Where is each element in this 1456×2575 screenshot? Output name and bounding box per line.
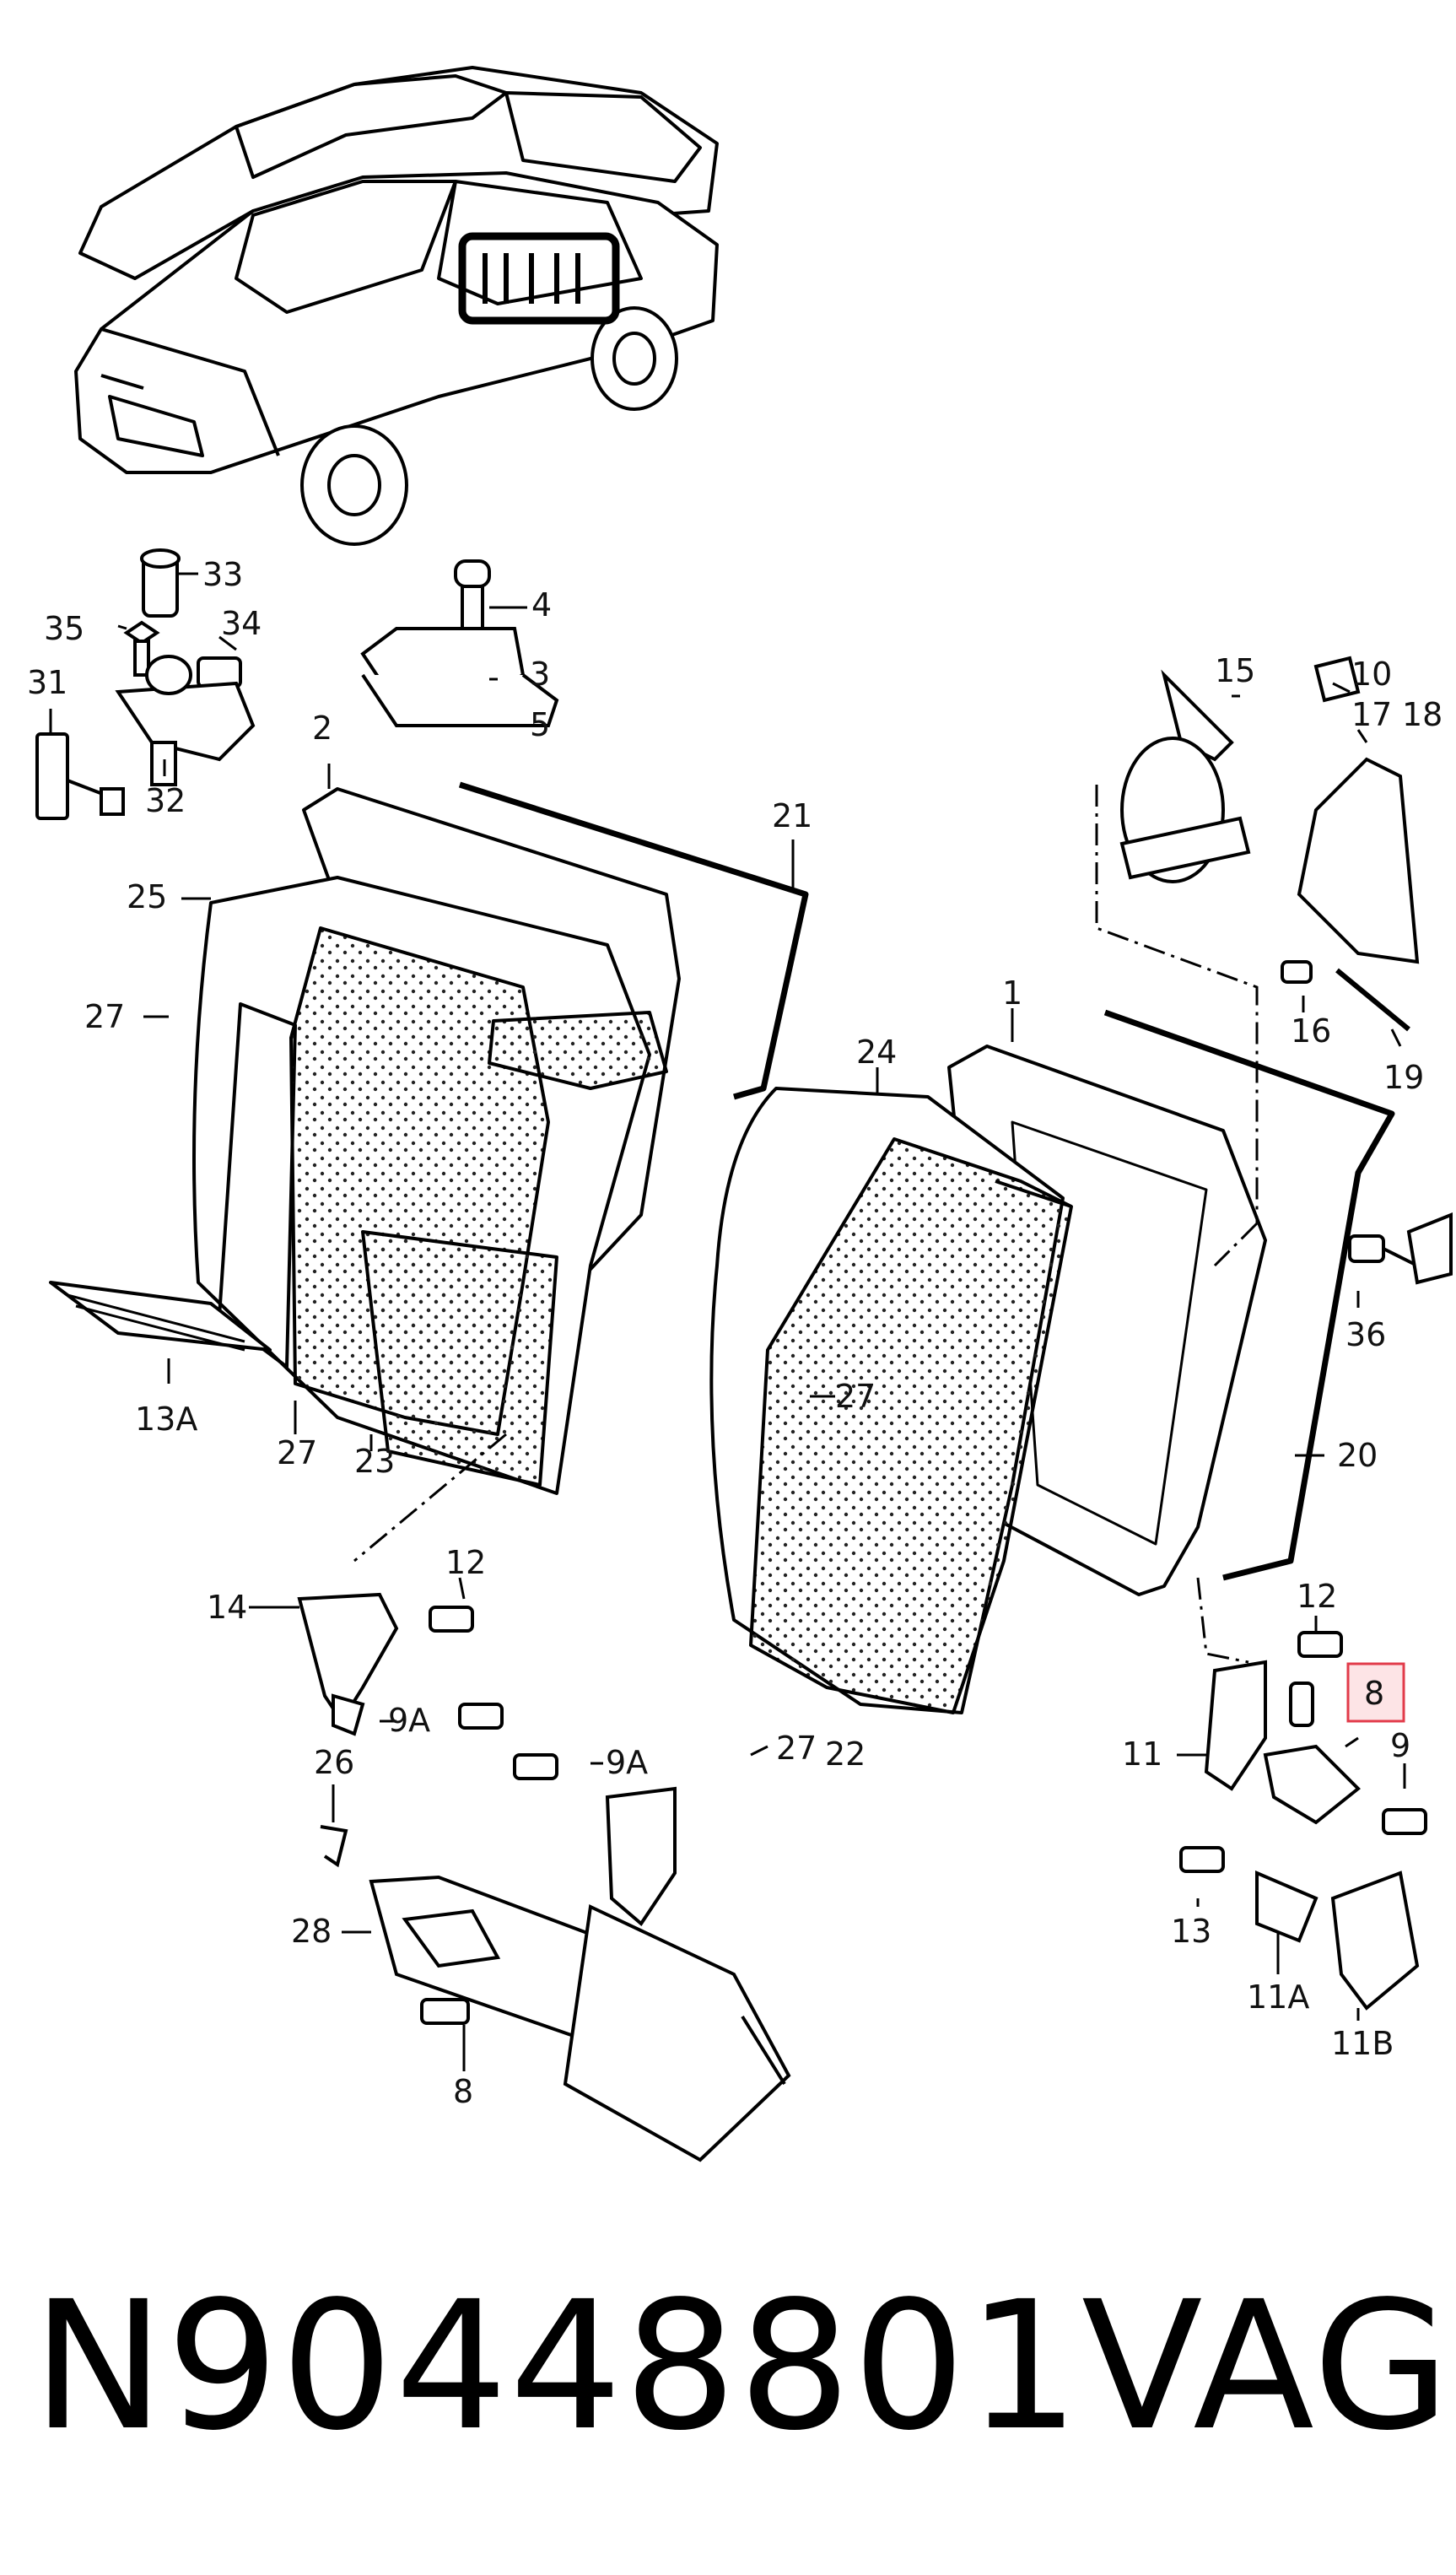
car-illustration xyxy=(74,66,719,546)
callout-11a: 11A xyxy=(1247,1978,1309,2016)
left-backrest-assembly xyxy=(49,781,809,1495)
callout-22: 22 xyxy=(825,1736,866,1773)
lower-right-hardware xyxy=(1179,1631,1427,2011)
callout-9: 9 xyxy=(1390,1727,1410,1764)
callout-2: 2 xyxy=(312,710,332,747)
callout-8-highlighted: 8 xyxy=(1364,1675,1384,1712)
callout-21: 21 xyxy=(772,797,812,834)
callout-25: 25 xyxy=(127,878,167,915)
callout-19: 19 xyxy=(1383,1059,1424,1096)
callout-34: 34 xyxy=(221,605,262,642)
callout-14: 14 xyxy=(207,1589,247,1626)
headrest-guide-group xyxy=(360,559,559,727)
callout-12-b: 12 xyxy=(1297,1578,1337,1615)
callout-labels: 33 35 34 31 32 4 3 5 2 21 25 27 13A 27 2… xyxy=(27,556,1443,2110)
callout-23: 23 xyxy=(354,1443,395,1480)
callout-11b: 11B xyxy=(1331,2025,1394,2062)
callout-12-a: 12 xyxy=(445,1544,486,1581)
leader-lines xyxy=(49,572,1406,2071)
lower-left-hardware xyxy=(297,1592,791,2162)
callout-33: 33 xyxy=(202,556,243,593)
callout-4: 4 xyxy=(531,586,552,624)
callout-1: 1 xyxy=(1002,974,1022,1012)
callout-9a-b: 9A xyxy=(606,1744,648,1781)
callout-27-b: 27 xyxy=(277,1434,317,1471)
callout-18: 18 xyxy=(1402,696,1443,733)
callout-13a: 13A xyxy=(135,1401,197,1438)
highlighted-callout-box xyxy=(1346,1662,1405,1723)
callout-31: 31 xyxy=(27,664,67,701)
callout-5: 5 xyxy=(530,706,550,743)
callout-24: 24 xyxy=(856,1034,897,1071)
callout-8-a: 8 xyxy=(453,2073,473,2110)
callout-27-d: 27 xyxy=(776,1730,817,1767)
left-hardware-group xyxy=(35,548,256,820)
construction-lines xyxy=(353,785,1259,1664)
callout-26: 26 xyxy=(314,1744,354,1781)
callout-10: 10 xyxy=(1351,656,1392,693)
callout-11: 11 xyxy=(1122,1736,1162,1773)
callout-16: 16 xyxy=(1291,1012,1331,1050)
callout-20: 20 xyxy=(1337,1437,1378,1474)
recliner-group xyxy=(1119,656,1453,1285)
callout-27-c: 27 xyxy=(835,1378,876,1415)
callout-28: 28 xyxy=(291,1913,332,1950)
callout-3: 3 xyxy=(530,656,550,693)
callout-15: 15 xyxy=(1215,652,1255,689)
callout-32: 32 xyxy=(145,782,186,819)
callout-35: 35 xyxy=(44,610,84,647)
callout-36: 36 xyxy=(1345,1316,1386,1353)
callout-27-a: 27 xyxy=(84,998,125,1035)
right-backrest-assembly xyxy=(709,1009,1395,1714)
callout-17: 17 xyxy=(1351,696,1392,733)
part-number: N90448801 xyxy=(32,2263,1081,2470)
brand-name: VAG xyxy=(1081,2263,1452,2470)
callout-13: 13 xyxy=(1171,1913,1211,1950)
callout-9a-a: 9A xyxy=(388,1702,430,1739)
